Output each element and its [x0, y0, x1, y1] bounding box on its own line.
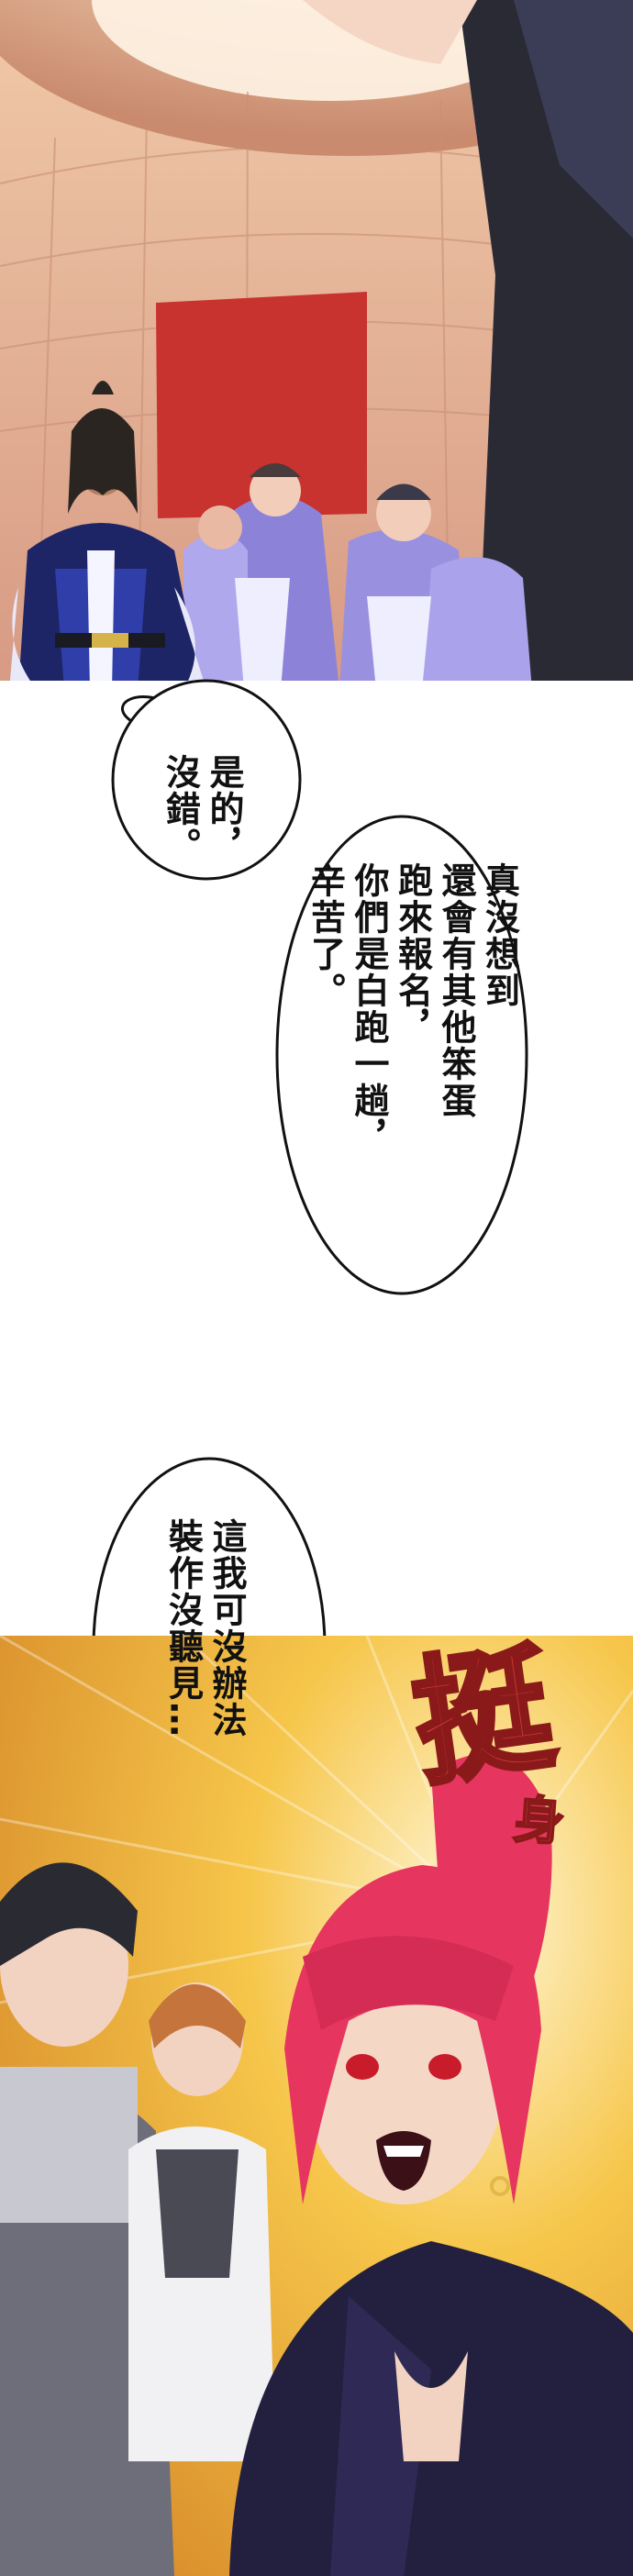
lead-robed-figure [9, 381, 206, 690]
bubble-line: 沒錯。 [160, 754, 201, 864]
sfx-body: 身 [510, 1788, 567, 1854]
panel-hall-scene [0, 0, 633, 690]
bubble-2-text: 真沒想到 還會有其他笨蛋 跑來報名， 你們是白跑一趟， 辛苦了。 [303, 862, 521, 1156]
red-hair-illustration [0, 1636, 633, 2576]
speech-bubble-2 [275, 815, 528, 1295]
orange-haired-man [128, 1982, 275, 2461]
robed-disciples [183, 463, 532, 690]
red-haired-character [229, 1753, 633, 2576]
bubble-line: 跑來報名， [392, 862, 433, 1046]
panel-red-hair-scene [0, 1636, 633, 2576]
face-right [303, 0, 477, 64]
red-banner [156, 292, 367, 518]
bubble-line: 辛苦了。 [305, 862, 346, 1009]
bubble-line: 是的， [204, 754, 244, 864]
bubble-line: 你們是白跑一趟， [349, 862, 389, 1156]
bubble-line: 裝作沒聽見… [162, 1518, 204, 1738]
speech-bubble-1 [111, 679, 302, 881]
bubble-line: 真沒想到 [479, 862, 520, 1009]
bubble-1-text: 是的， 沒錯。 [158, 754, 245, 864]
bubble-line: 還會有其他笨蛋 [436, 862, 476, 1119]
bubble-line: 這我可沒辦法 [206, 1518, 247, 1738]
bubble-3-text: 這我可沒辦法 裝作沒聽見… [161, 1518, 248, 1738]
hall-illustration [0, 0, 633, 690]
